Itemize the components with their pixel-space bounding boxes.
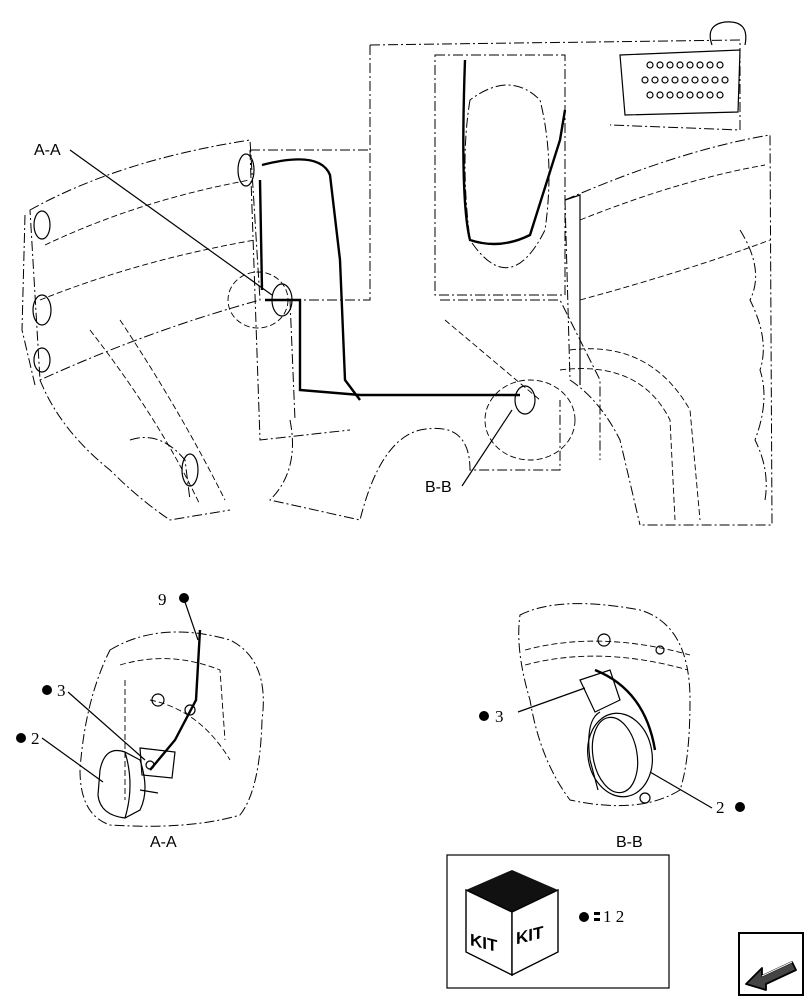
callout-a-bracket: 3 xyxy=(57,681,66,700)
bullet-icon xyxy=(579,912,589,922)
return-arrow-button[interactable] xyxy=(738,932,804,996)
callout-b-bracket: 3 xyxy=(495,707,504,726)
section-a-leader xyxy=(69,149,273,296)
return-arrow-icon xyxy=(738,932,804,996)
caption-b: B-B xyxy=(616,834,643,851)
callout-b-lamp: 2 xyxy=(716,798,725,817)
bullet-icon xyxy=(16,733,26,743)
section-b-label: B-B xyxy=(425,479,452,496)
section-a-label: A-A xyxy=(34,142,61,159)
detail-view-b xyxy=(517,603,713,809)
kit-legend-items: 1 2 xyxy=(603,907,624,926)
section-b-leader xyxy=(461,409,513,487)
bullet-icon xyxy=(42,685,52,695)
bullet-icon xyxy=(179,593,189,603)
bullet-icon xyxy=(735,802,745,812)
callout-a-harness: 9 xyxy=(158,590,167,609)
cab-assembly-drawing xyxy=(21,21,773,526)
detail-view-a xyxy=(41,601,264,827)
bullet-icon xyxy=(479,711,489,721)
caption-a: A-A xyxy=(150,834,177,851)
kit-box-icon xyxy=(465,870,559,977)
kit-legend: KIT KIT 1 2 xyxy=(446,854,670,989)
callout-a-lamp: 2 xyxy=(31,729,40,748)
grille-holes xyxy=(641,61,729,99)
